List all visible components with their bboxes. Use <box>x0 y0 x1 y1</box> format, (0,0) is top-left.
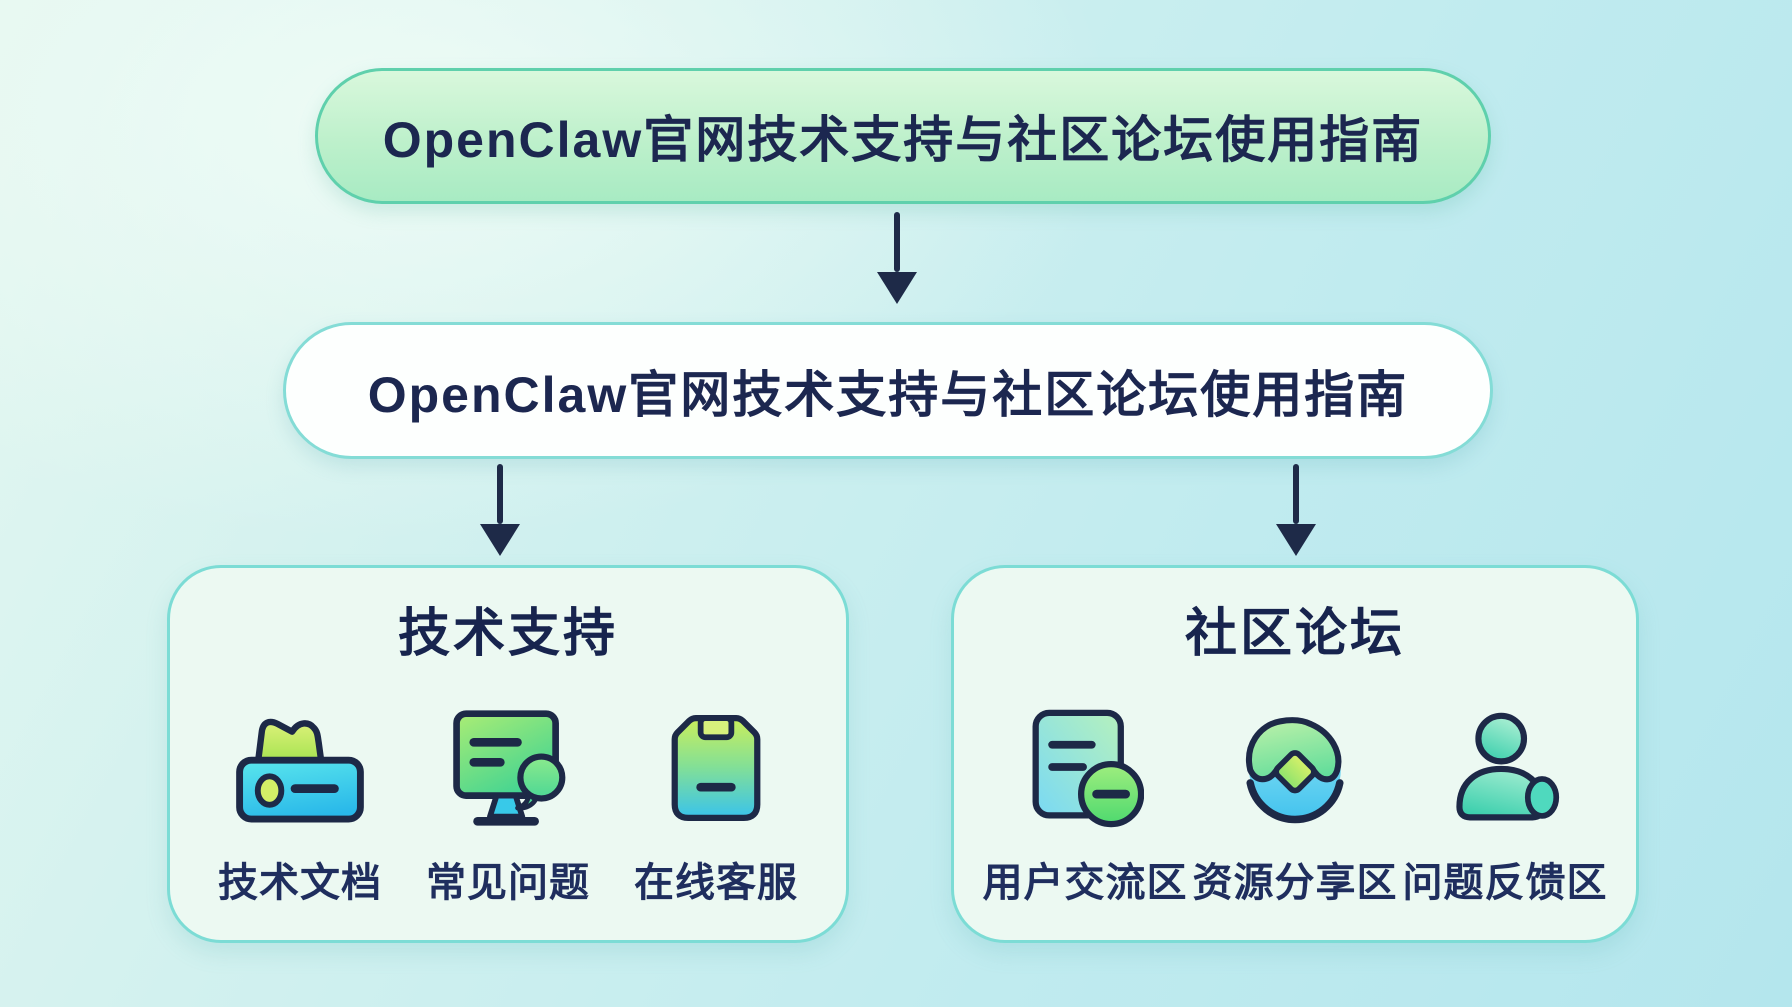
user-badge-icon <box>1449 711 1561 825</box>
service-card-icon <box>668 713 764 823</box>
item-label: 技术文档 <box>218 861 382 905</box>
share-gem-icon <box>1238 712 1352 824</box>
support-icon-row <box>170 708 846 826</box>
support-label-row: 技术文档 常见问题 在线客服 <box>170 850 846 905</box>
arrow-down-icon <box>877 212 917 304</box>
guide-title-node: OpenClaw官网技术支持与社区论坛使用指南 <box>283 322 1493 459</box>
item-label: 问题反馈区 <box>1402 861 1608 905</box>
root-title-node: OpenClaw官网技术支持与社区论坛使用指南 <box>315 68 1491 204</box>
guide-title-text: OpenClaw官网技术支持与社区论坛使用指南 <box>367 366 1409 423</box>
arrow-down-icon <box>1276 464 1316 556</box>
support-card: 技术支持 <box>167 565 849 943</box>
monitor-chat-icon <box>445 708 571 828</box>
arrow-down-icon <box>480 464 520 556</box>
forum-icon-row <box>954 708 1636 828</box>
item-label: 常见问题 <box>426 861 590 905</box>
root-title-text: OpenClaw官网技术支持与社区论坛使用指南 <box>382 112 1424 168</box>
item-label: 在线客服 <box>634 861 798 905</box>
forum-card-title: 社区论坛 <box>1184 605 1405 663</box>
item-label: 用户交流区 <box>982 861 1188 905</box>
support-card-title: 技术支持 <box>397 605 618 663</box>
document-minus-icon <box>1026 708 1144 828</box>
forum-label-row: 用户交流区 资源分享区 问题反馈区 <box>954 850 1636 905</box>
folder-documents-icon <box>236 713 364 823</box>
forum-card: 社区论坛 <box>951 565 1639 943</box>
item-label: 资源分享区 <box>1192 861 1398 905</box>
